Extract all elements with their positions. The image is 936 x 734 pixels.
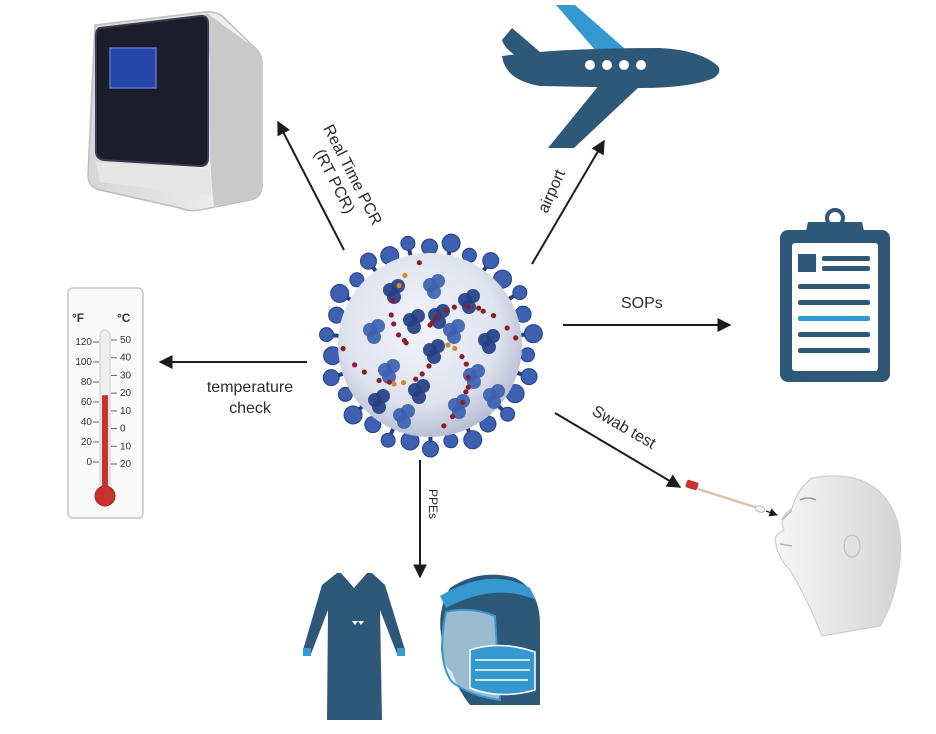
temperature-label-line1: temperature: [207, 379, 293, 396]
ppe-gown-and-face-shield-icon: [303, 573, 540, 720]
swab-insert-arrow: [765, 508, 778, 517]
celsius-tick-label: 30: [120, 370, 132, 381]
arrow-to-airport: [531, 139, 605, 265]
ppes-label: PPEs: [426, 489, 440, 519]
thermometer-reading: [102, 395, 108, 490]
coronavirus-icon: [319, 233, 543, 458]
sops-label: SOPs: [621, 295, 663, 312]
fahrenheit-tick-label: 60: [81, 397, 93, 408]
swab-test-label: Swab test: [589, 403, 659, 453]
temperature-label-line2: check: [229, 400, 272, 417]
celsius-tick-label: 20: [120, 459, 132, 470]
celsius-tick-label: 10: [120, 441, 132, 452]
pcr-label: Real Time PCR (RT PCR): [311, 122, 385, 228]
swab-test-head-icon: [685, 475, 902, 637]
swab-stick-icon: [685, 479, 766, 513]
clipboard-icon: [780, 208, 890, 382]
airplane-icon: [502, 5, 720, 148]
celsius-tick-label: 10: [120, 406, 132, 417]
pcr-machine-icon: [87, 11, 263, 212]
celsius-scale: 50 40 30 20 10 0 10 20: [111, 335, 132, 470]
celsius-unit: °C: [117, 311, 131, 325]
fahrenheit-tick-label: 20: [81, 437, 93, 448]
celsius-tick-label: 0: [120, 424, 126, 435]
arrow-to-swab: [554, 412, 682, 488]
celsius-tick-label: 50: [120, 335, 132, 346]
gown-icon: [303, 573, 405, 720]
fahrenheit-tick-label: 100: [75, 357, 92, 368]
fahrenheit-scale: 120 100 80 60 40 20 0: [75, 337, 99, 468]
arrow-to-pcr: [277, 120, 345, 251]
celsius-tick-label: 40: [120, 353, 132, 364]
fahrenheit-unit: °F: [72, 311, 84, 325]
fahrenheit-tick-label: 40: [81, 417, 93, 428]
fahrenheit-tick-label: 120: [75, 337, 92, 348]
face-shield-icon: [440, 574, 540, 705]
celsius-tick-label: 20: [120, 388, 132, 399]
fahrenheit-tick-label: 0: [86, 457, 92, 468]
fahrenheit-tick-label: 80: [81, 377, 93, 388]
